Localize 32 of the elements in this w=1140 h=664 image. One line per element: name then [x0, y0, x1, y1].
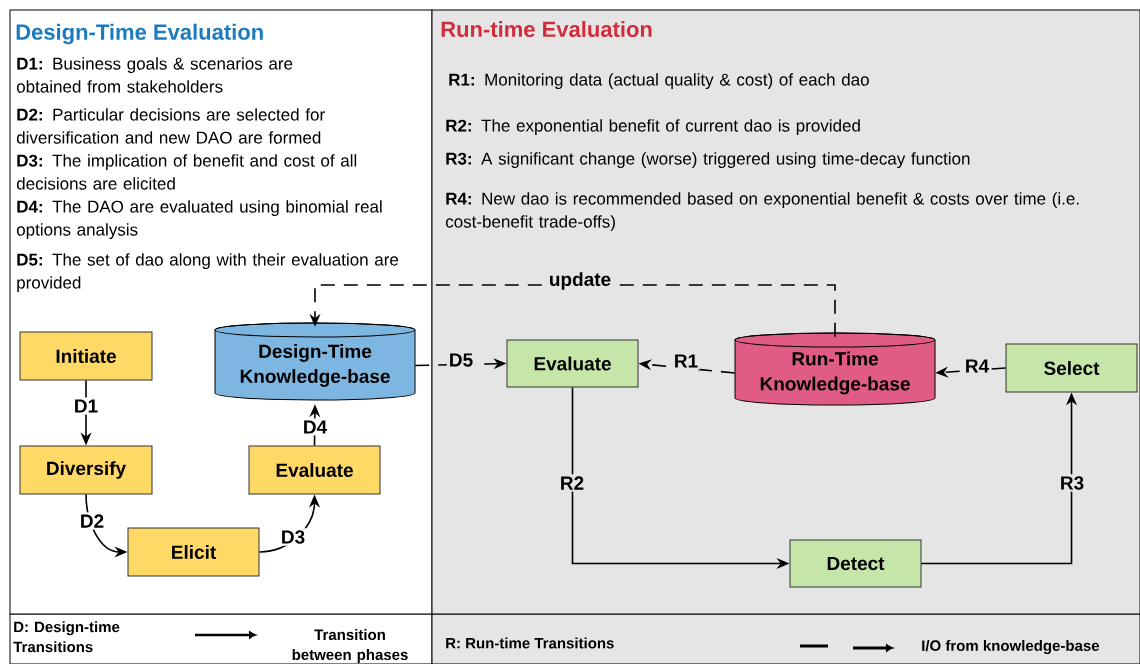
process-box: Evaluate	[248, 445, 381, 495]
legend-heading: D: Design-time Transitions	[13, 621, 120, 653]
process-box: Detect	[789, 539, 922, 588]
process-box: Evaluate	[506, 339, 639, 388]
edge-label: D4	[300, 418, 330, 436]
edge-label: R3	[1057, 474, 1087, 492]
process-box: Select	[1005, 343, 1138, 393]
edge-label: R2	[557, 474, 587, 492]
description-text: R3: A significant change (worse) triggered using time-decay function	[446, 152, 970, 169]
process-box: Elicit	[127, 527, 260, 577]
edge-label: D3	[278, 528, 308, 546]
edge-label: D1	[71, 397, 101, 415]
description-text: D4: The DAO are evaluated using binomial real options analysis	[16, 200, 382, 240]
edge-label: R1	[671, 352, 701, 370]
process-box: Initiate	[19, 331, 153, 381]
legend-text: Transition between phases	[292, 629, 408, 663]
description-text: R2: The exponential benefit of current dao is provided	[446, 119, 860, 136]
description-text: D5: The set of dao along with their evaluation are provided	[17, 253, 399, 293]
edge-label: D2	[77, 512, 107, 530]
edge-label: D5	[446, 351, 476, 369]
legend-heading: R: Run-time Transitions	[446, 637, 614, 649]
process-box: Diversify	[19, 445, 153, 495]
edge-label: update	[546, 270, 614, 292]
database-cylinder: Design-Time Knowledge-base	[214, 322, 416, 401]
description-text: D2: Particular decisions are selected for diversification and new DAO are formed	[16, 108, 325, 144]
description-text: D3: The implication of benefit and cost of all decisions are elicited	[16, 154, 357, 190]
database-cylinder: Run-Time Knowledge-base	[734, 332, 936, 406]
description-text: R1: Monitoring data (actual quality & cost) of each dao	[449, 73, 869, 90]
legend-text: I/O from knowledge-base	[922, 640, 1100, 655]
description-text: D1: Business goals & scenarios are obtained from stakeholders	[16, 57, 293, 93]
edge-label: R4	[962, 357, 992, 375]
description-text: R4: New dao is recommended based on exponential benefit & costs over time (i.e. cost-benefit trade-offs)	[445, 192, 1079, 232]
